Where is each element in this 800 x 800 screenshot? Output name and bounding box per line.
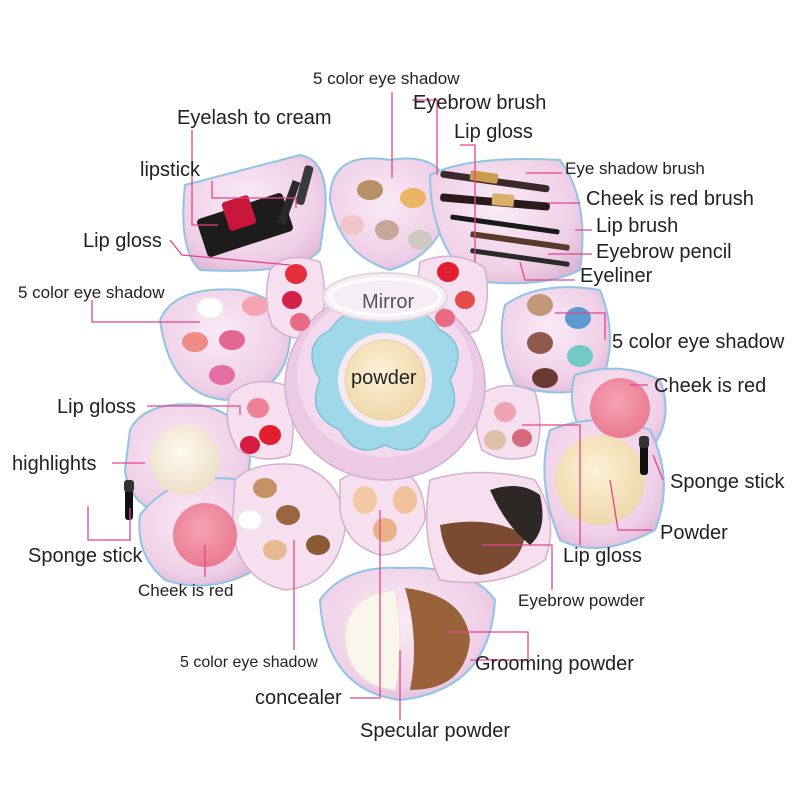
highlight-pan [150, 425, 220, 495]
right-blush-pan [590, 378, 650, 438]
concealer-pans [353, 486, 417, 542]
label-cheek-left: Cheek is red [138, 581, 234, 600]
label-eyebrow-brush: Eyebrow brush [413, 92, 547, 114]
label-grooming-powder: Grooming powder [475, 653, 634, 675]
label-lip-gloss-left: Lip gloss [83, 230, 162, 252]
lipgloss-pans [240, 262, 532, 454]
label-sponge-left: Sponge stick [28, 545, 143, 567]
lipstick-contents [197, 165, 314, 257]
label-lipstick: lipstick [140, 159, 201, 181]
eyebrow-powder-pans [440, 486, 543, 575]
label-powder-center: powder [351, 367, 417, 389]
petal-lipgloss-mid-left [226, 380, 294, 460]
label-eyeshadow-top: 5 color eye shadow [313, 69, 460, 88]
bottom-eyeshadow-pans [237, 478, 330, 560]
label-lip-gloss-top: Lip gloss [454, 121, 533, 143]
mirror-lid [322, 272, 448, 322]
label-highlights: highlights [12, 453, 97, 475]
left-eyeshadow-pans [182, 296, 268, 385]
right-powder-pan [555, 435, 645, 525]
center-powder-pan [344, 339, 426, 421]
label-lip-gloss-mid-left: Lip gloss [57, 396, 136, 418]
label-mirror: Mirror [362, 291, 415, 313]
round-pans [150, 378, 650, 567]
label-eyebrow-pencil: Eyebrow pencil [596, 241, 732, 263]
label-lip-brush: Lip brush [596, 215, 679, 237]
label-eyelash-cream: Eyelash to cream [177, 107, 332, 129]
label-eyeshadow-left: 5 color eye shadow [18, 283, 165, 302]
label-cheek-right: Cheek is red [654, 375, 767, 397]
label-eyeliner: Eyeliner [580, 265, 653, 287]
leader-lines [87, 92, 664, 720]
label-cheek-brush: Cheek is red brush [586, 188, 754, 210]
label-specular-powder: Specular powder [360, 720, 511, 742]
left-blush-pan [173, 503, 237, 567]
petal-lipgloss-mid-right [475, 385, 541, 460]
top-eyeshadow-pans [340, 180, 432, 250]
label-eyeshadow-brush: Eye shadow brush [565, 159, 705, 178]
center-tower [284, 272, 486, 481]
label-concealer: concealer [255, 687, 342, 709]
label-eyeshadow-right: 5 color eye shadow [612, 331, 785, 353]
label-eyeshadow-bottom: 5 color eye shadow [180, 654, 318, 671]
label-lip-gloss-right: Lip gloss [563, 545, 642, 567]
sponge-sticks [124, 436, 649, 520]
label-sponge-right: Sponge stick [670, 471, 785, 493]
bottom-powder-pans [344, 588, 470, 691]
brush-contents [440, 170, 570, 267]
label-powder-right: Powder [660, 522, 728, 544]
label-eyebrow-powder: Eyebrow powder [518, 591, 645, 610]
